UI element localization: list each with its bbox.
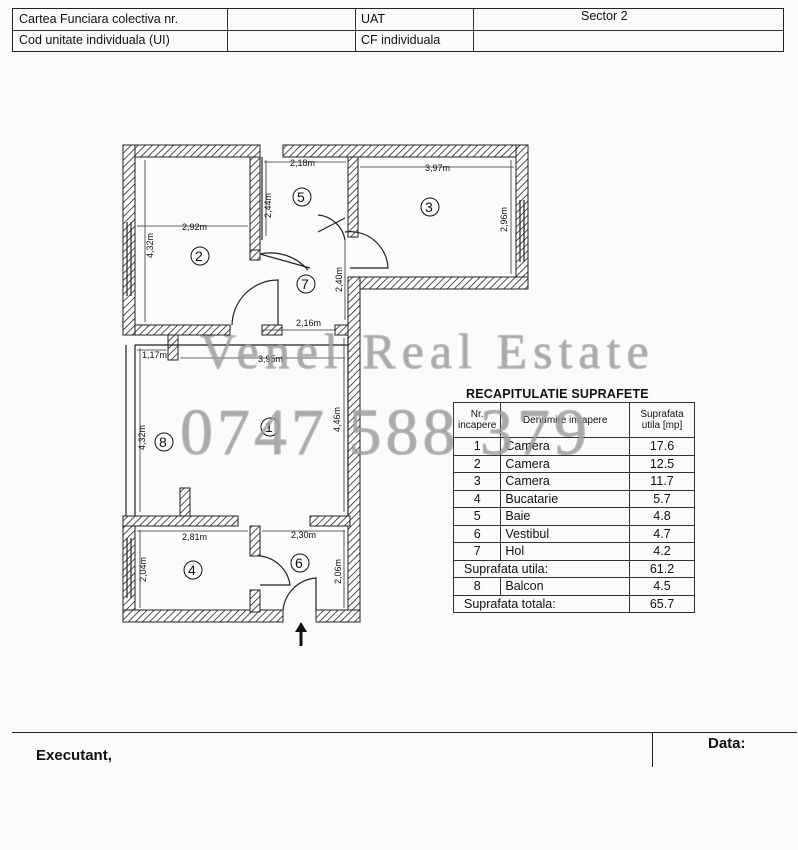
dim-room7-width: 2,16m (296, 318, 321, 328)
room-number-4: 4 (188, 562, 196, 578)
executant-label: Executant, (36, 747, 112, 764)
room-number-5: 5 (297, 189, 305, 205)
room-number-7: 7 (301, 276, 309, 292)
dim-room1-height: 4,46m (332, 407, 342, 432)
dim-room5-width: 2,18m (290, 158, 315, 168)
header-row-1: Cartea Funciara colectiva nr. UAT Sector… (13, 9, 783, 31)
uat-value: Sector 2 (581, 9, 628, 23)
wall-room2-bottom (134, 324, 231, 336)
totala-row: Suprafata totala: 65.7 (453, 594, 695, 613)
dim-room4-height: 2,04m (138, 557, 148, 582)
wall-left-upper (122, 144, 136, 336)
utila-label: Suprafata utila: (453, 559, 630, 578)
header-row-2: Cod unitate individuala (UI) CF individu… (13, 30, 783, 51)
header-area: Suprafata utila [mp] (629, 402, 695, 438)
wall-left-kitchen (122, 515, 136, 623)
wall-bottom-room3 (347, 276, 529, 290)
ui-code-label: Cod unitate individuala (UI) (19, 33, 170, 47)
totala-label: Suprafata totala: (453, 594, 630, 613)
dim-room3-height: 2,96m (499, 207, 509, 232)
dim-room8-height: 4,32m (137, 425, 147, 450)
data-label: Data: (708, 735, 746, 752)
cf-individuala-label: CF individuala (361, 33, 441, 47)
dim-room2-width: 2,92m (182, 222, 207, 232)
room-number-8: 8 (159, 434, 167, 450)
wall-right-lower (347, 276, 361, 623)
utila-row: Suprafata utila: 61.2 (453, 559, 695, 578)
dim-room6-height: 2,06m (333, 559, 343, 584)
header-nr: Nr. incapere (452, 402, 502, 438)
dim-room5-height: 2,44m (263, 193, 273, 218)
uat-label: UAT (361, 12, 386, 26)
room-number-2: 2 (195, 248, 203, 264)
dim-room6-width: 2,30m (291, 530, 316, 540)
footer-bar: Executant, Data: (12, 732, 797, 767)
wall-top-left (122, 144, 261, 158)
room-number-6: 6 (295, 555, 303, 571)
wall-bottom-left (122, 609, 284, 623)
recap-title: RECAPITULATIE SUPRAFETE (466, 387, 649, 401)
wall-bottom-right (315, 609, 361, 623)
totala-value: 65.7 (629, 594, 695, 613)
header-name: Denumire incapere (500, 402, 630, 438)
dim-room3-width: 3,97m (425, 163, 450, 173)
room-number-3: 3 (425, 199, 433, 215)
dim-room7-height: 2,40m (334, 267, 344, 292)
wall-room5-right (347, 156, 359, 238)
wall-right-room3 (515, 144, 529, 288)
dim-balcony-stub: 1,17m (142, 350, 167, 360)
wall-kitchen-top (122, 515, 239, 527)
wall-top-right (282, 144, 529, 158)
entrance-arrow-icon (295, 622, 307, 646)
header-table: Cartea Funciara colectiva nr. UAT Sector… (12, 8, 784, 52)
dim-room4-width: 2,81m (182, 532, 207, 542)
utila-value: 61.2 (629, 559, 695, 578)
dim-room1-width: 3,95m (258, 354, 283, 364)
room-number-1: 1 (265, 419, 273, 435)
recap-table: Nr. incapere Denumire incapere Suprafata… (452, 402, 695, 613)
wall-room2-right (249, 156, 261, 255)
dim-room2-height: 4,32m (145, 233, 155, 258)
recap-header-row: Nr. incapere Denumire incapere Suprafata… (452, 402, 695, 438)
cf-colectiva-label: Cartea Funciara colectiva nr. (19, 12, 179, 26)
